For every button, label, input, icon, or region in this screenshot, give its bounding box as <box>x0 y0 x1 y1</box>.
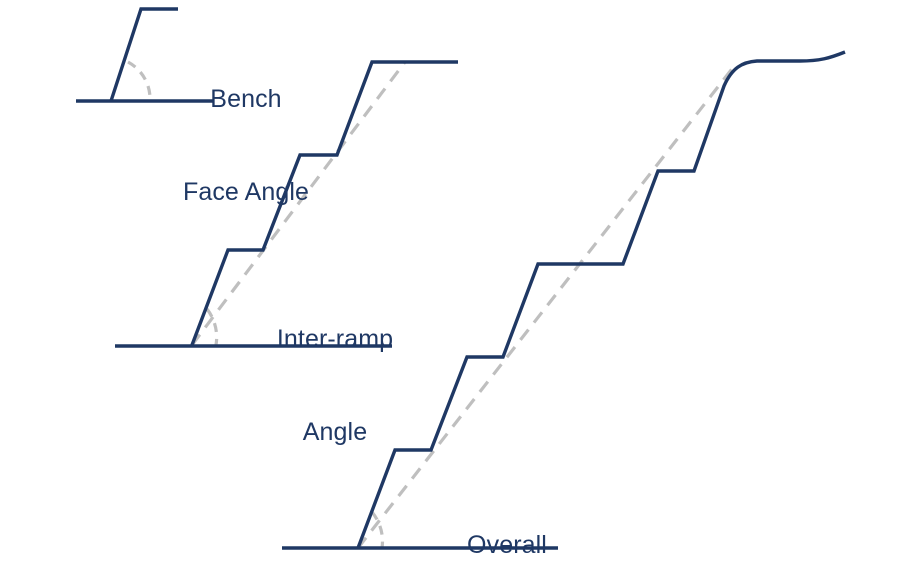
inter-ramp-dashed-crest-line <box>190 61 407 346</box>
overall-slope-angle-label: Overall Slope Angle <box>405 468 609 564</box>
bench-face-angle-label: Bench Face Angle <box>146 22 346 270</box>
bench-face-angle-group <box>76 7 214 103</box>
inter-ramp-bench-profile <box>190 60 458 346</box>
overall-slope-angle-label-line1: Overall <box>467 531 547 559</box>
bench-face-angle-label-line2: Face Angle <box>182 178 310 206</box>
overall-slope-bench-profile <box>356 50 846 549</box>
inter-ramp-angle-group <box>115 60 458 348</box>
bench-angle-arc-icon <box>127 60 152 102</box>
inter-ramp-angle-label-line2: Angle <box>302 418 368 446</box>
overall-angle-arc-icon <box>370 510 385 549</box>
overall-slope-angle-group <box>282 50 846 550</box>
bench-face-profile <box>109 7 178 102</box>
inter-ramp-angle-label: Inter-ramp Angle <box>232 262 438 510</box>
inter-ramp-angle-label-line1: Inter-ramp <box>276 325 394 353</box>
inter-ramp-angle-arc-icon <box>205 308 219 346</box>
bench-face-angle-label-line1: Bench <box>210 85 282 113</box>
overall-dashed-crest-line <box>356 64 737 549</box>
